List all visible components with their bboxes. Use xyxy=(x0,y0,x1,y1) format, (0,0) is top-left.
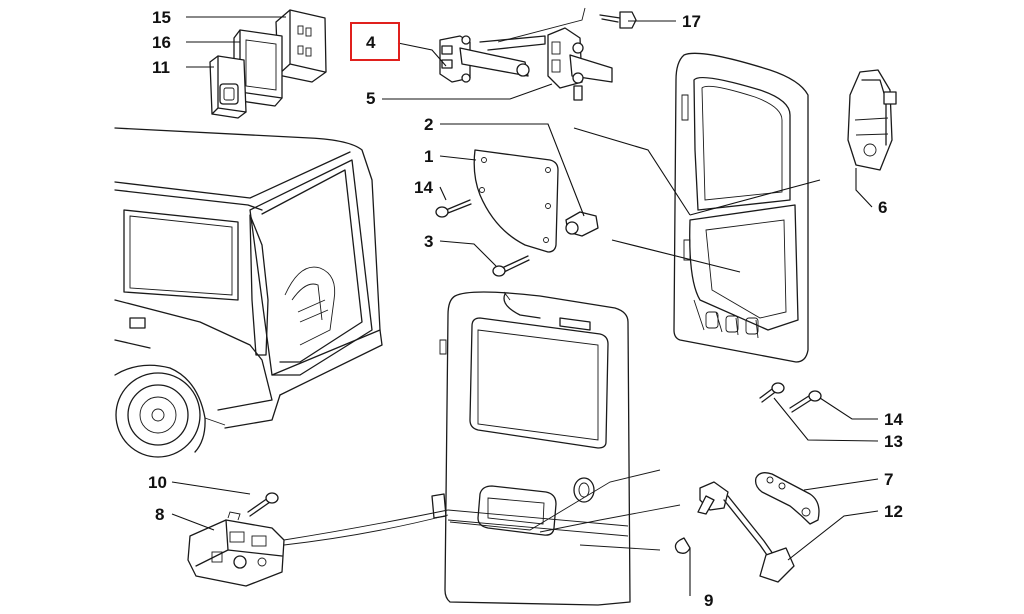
label-2[interactable]: 2 xyxy=(424,115,433,134)
part-6-latch xyxy=(847,69,897,171)
label-16[interactable]: 16 xyxy=(152,33,171,52)
part-17-bolt xyxy=(599,11,637,29)
rear-door xyxy=(431,291,631,606)
part-1-cover-plate xyxy=(473,149,559,253)
label-15[interactable]: 15 xyxy=(152,8,171,27)
part-14-screw-right xyxy=(789,390,822,413)
part-8-lock-assembly xyxy=(187,511,285,587)
label-5[interactable]: 5 xyxy=(366,89,375,108)
part-10-screw xyxy=(247,492,279,517)
label-6[interactable]: 6 xyxy=(878,198,887,217)
label-1[interactable]: 1 xyxy=(424,147,433,166)
label-17[interactable]: 17 xyxy=(682,12,701,31)
label-3[interactable]: 3 xyxy=(424,232,433,251)
part-15-bracket xyxy=(275,9,327,83)
part-3-screw xyxy=(492,255,530,277)
label-14-upper[interactable]: 14 xyxy=(414,178,433,197)
part-4-door-check xyxy=(439,35,546,83)
label-8[interactable]: 8 xyxy=(155,505,164,524)
label-10[interactable]: 10 xyxy=(148,473,167,492)
part-9-clip xyxy=(674,537,691,554)
label-13[interactable]: 13 xyxy=(884,432,903,451)
part-2-clip xyxy=(565,211,599,237)
part-5-hinge xyxy=(547,27,613,101)
leader-lines xyxy=(171,16,879,596)
label-11[interactable]: 11 xyxy=(152,58,170,77)
label-12[interactable]: 12 xyxy=(884,502,903,521)
part-7-lever xyxy=(754,472,820,525)
part-14-screw-upper xyxy=(435,199,472,218)
label-4[interactable]: 4 xyxy=(366,33,376,52)
label-14-right[interactable]: 14 xyxy=(884,410,903,429)
highlight-box-part-4 xyxy=(350,22,400,61)
door-inner-panel xyxy=(673,52,809,363)
part-13-screw xyxy=(759,382,785,403)
part-11-switch xyxy=(209,55,247,119)
label-7[interactable]: 7 xyxy=(884,470,893,489)
part-12-rod xyxy=(697,481,795,583)
van-body-drawing xyxy=(114,127,383,458)
label-9[interactable]: 9 xyxy=(704,591,713,610)
